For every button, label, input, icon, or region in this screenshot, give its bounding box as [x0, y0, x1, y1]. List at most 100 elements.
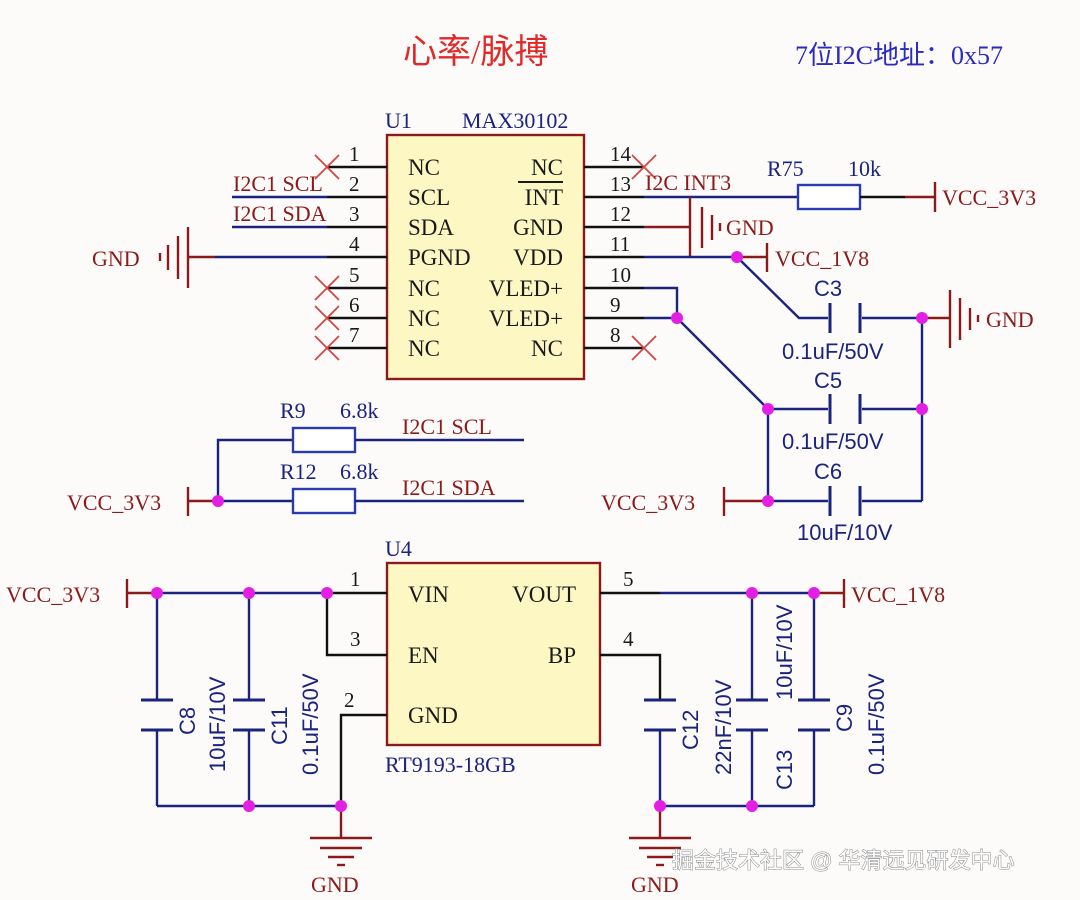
r9-ref: R9	[280, 398, 306, 423]
net-label-vcc-1v8: VCC_1V8	[775, 246, 869, 271]
net-label-vcc-3v3: VCC_3V3	[942, 185, 1036, 210]
c8-ref: C8	[175, 707, 200, 735]
no-connect-icon	[631, 154, 657, 180]
u4-pin2-line	[339, 713, 387, 806]
c5-ref: C5	[814, 368, 842, 393]
u1-ref: U1	[385, 108, 412, 133]
u1-pin-name: INT	[525, 185, 563, 210]
junction-dot	[335, 800, 347, 812]
resistor-r12[interactable]	[291, 487, 357, 515]
no-connect-marks	[314, 154, 657, 361]
u4-pin-num: 5	[623, 567, 634, 591]
junction-dot	[243, 800, 255, 812]
u1-pin-num: 12	[610, 202, 631, 226]
r75-value: 10k	[848, 156, 881, 181]
u1-pin-num: 11	[610, 232, 630, 256]
u1-pin-num: 3	[349, 202, 360, 226]
net-label-vcc-3v3: VCC_3V3	[601, 490, 695, 515]
i2c-address-label: 7位I2C地址：0x57	[795, 41, 1003, 70]
u1-pin-num: 5	[349, 263, 360, 287]
net-label-i2c-int3: I2C INT3	[645, 170, 731, 195]
net-label-gnd: GND	[311, 872, 359, 897]
junction-dot	[671, 312, 683, 324]
junction-dot	[808, 587, 820, 599]
gnd-symbol-icon	[629, 836, 691, 867]
junction-dot	[212, 495, 224, 507]
r75-ref: R75	[767, 156, 804, 181]
resistor-r75[interactable]	[796, 183, 862, 211]
u4-pin-name: VIN	[408, 582, 449, 607]
junction-dot	[151, 587, 163, 599]
u1-pin-name: GND	[513, 215, 563, 240]
schematic-title: 心率/脉搏	[403, 33, 548, 71]
gnd-symbol-icon	[158, 227, 190, 288]
u4-pin-num: 4	[623, 627, 634, 651]
u4-part: RT9193-18GB	[385, 752, 516, 777]
junctions	[151, 251, 928, 812]
c12-ref: C12	[678, 710, 703, 750]
u1-pin-name: NC	[408, 155, 440, 180]
u1-pin-name: NC	[408, 336, 440, 361]
u4-pin-name: BP	[548, 643, 576, 668]
u1-pin-name: VLED+	[489, 306, 563, 331]
u4-pin-num: 3	[350, 627, 361, 651]
no-connect-icon	[314, 305, 340, 331]
u1-pin-num: 9	[610, 293, 621, 317]
c9-ref: C9	[832, 704, 857, 732]
u1-pin-name: SDA	[408, 215, 454, 240]
gnd-symbol-icon	[700, 207, 722, 248]
u1-pin-num: 8	[610, 323, 621, 347]
u4-pin-num: 2	[344, 688, 355, 712]
junction-dot	[243, 587, 255, 599]
u4-pin-name: EN	[408, 643, 439, 668]
u4-ref: U4	[385, 536, 412, 561]
c3-value: 0.1uF/50V	[782, 339, 884, 364]
no-connect-icon	[631, 335, 657, 361]
gnd-symbol-icon	[948, 290, 980, 348]
junction-dot	[762, 495, 774, 507]
u1-left-pins	[327, 165, 387, 350]
junction-dot	[746, 587, 758, 599]
no-connect-icon	[314, 154, 340, 180]
u4-pin-name: VOUT	[512, 582, 576, 607]
u1-pin-name: PGND	[408, 245, 471, 270]
u1-ic-body[interactable]	[385, 133, 586, 381]
u1-part: MAX30102	[462, 108, 568, 133]
net-label-gnd: GND	[726, 215, 774, 240]
net-label-gnd: GND	[631, 872, 679, 897]
u1-pin-num: 13	[610, 172, 631, 196]
c6-ref: C6	[814, 459, 842, 484]
net-label-i2c1-sda: I2C1 SDA	[402, 475, 496, 500]
junction-dot	[321, 587, 333, 599]
net-label-i2c1-scl: I2C1 SCL	[402, 414, 492, 439]
u1-pin-num: 1	[349, 142, 360, 166]
junction-dot	[731, 251, 743, 263]
u4-pin3-line	[325, 593, 387, 657]
net-label-vcc-3v3: VCC_3V3	[67, 490, 161, 515]
r9-left-wire	[216, 438, 293, 501]
r9-value: 6.8k	[340, 398, 379, 423]
u1-pin-name: NC	[408, 306, 440, 331]
vdd-to-c3-wire	[736, 256, 828, 320]
u4-ic-body[interactable]	[385, 561, 602, 747]
net-label-i2c1-scl: I2C1 SCL	[233, 171, 323, 196]
pin10-wire	[644, 286, 679, 318]
net-label-vcc-3v3: VCC_3V3	[6, 582, 100, 607]
resistor-r9[interactable]	[291, 426, 357, 454]
u1-pin-name: NC	[531, 155, 563, 180]
u1-pin-num: 6	[349, 293, 360, 317]
junction-dot	[746, 800, 758, 812]
c13-value: 10uF/10V	[772, 604, 797, 700]
junction-dot	[762, 403, 774, 415]
u1-pin-num: 7	[349, 323, 360, 347]
u4-pin-num: 1	[350, 567, 361, 591]
net-label-gnd: GND	[986, 307, 1034, 332]
u4-pin4-line	[600, 653, 662, 700]
r12-value: 6.8k	[340, 459, 379, 484]
net-label-gnd: GND	[92, 246, 140, 271]
u1-pin-num: 14	[610, 142, 632, 166]
r12-ref: R12	[280, 459, 317, 484]
c11-value: 0.1uF/50V	[298, 673, 323, 775]
